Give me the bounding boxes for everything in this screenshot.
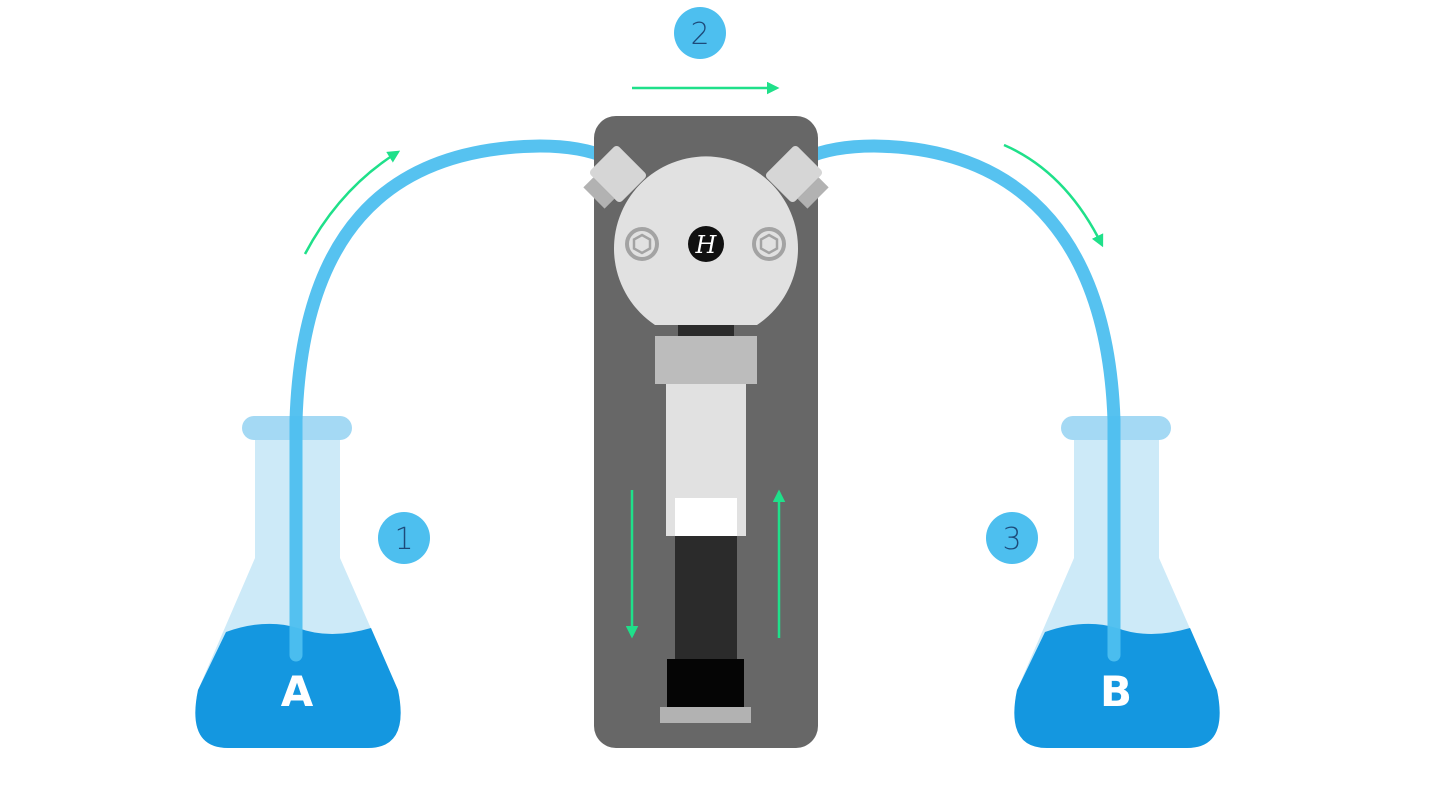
logo-glyph: H: [695, 231, 718, 259]
step-badge-2: 2: [674, 7, 726, 59]
bolt-left-icon: [625, 227, 659, 261]
step-number-1: 1: [394, 522, 413, 557]
pump-piston-base: [667, 659, 744, 707]
pump-collar: [655, 336, 757, 384]
flask-a-liquid: [195, 623, 401, 748]
bolt-right-icon: [752, 227, 786, 261]
step-number-3: 3: [1002, 522, 1021, 557]
outlet-tube: [799, 139, 1121, 662]
inlet-tube: [289, 139, 615, 662]
flask-a-label: A: [281, 667, 314, 716]
inlet-fitting: [583, 145, 647, 209]
step-badge-3: 3: [986, 512, 1038, 564]
pump: H: [583, 116, 829, 748]
flow-arrow-icon-inlet: [303, 150, 401, 255]
pump-foot: [660, 707, 751, 723]
flask-b-liquid: [1014, 623, 1220, 748]
flow-arrow-icon-outlet: [1003, 143, 1104, 248]
pump-piston: [675, 536, 737, 660]
step-badge-1: 1: [378, 512, 430, 564]
pump-neck: [678, 325, 734, 337]
logo-icon: H: [688, 226, 724, 262]
flask-b-label: B: [1100, 667, 1132, 716]
step-number-2: 2: [690, 17, 709, 52]
outlet-fitting: [765, 145, 829, 209]
pump-seal: [675, 498, 737, 536]
